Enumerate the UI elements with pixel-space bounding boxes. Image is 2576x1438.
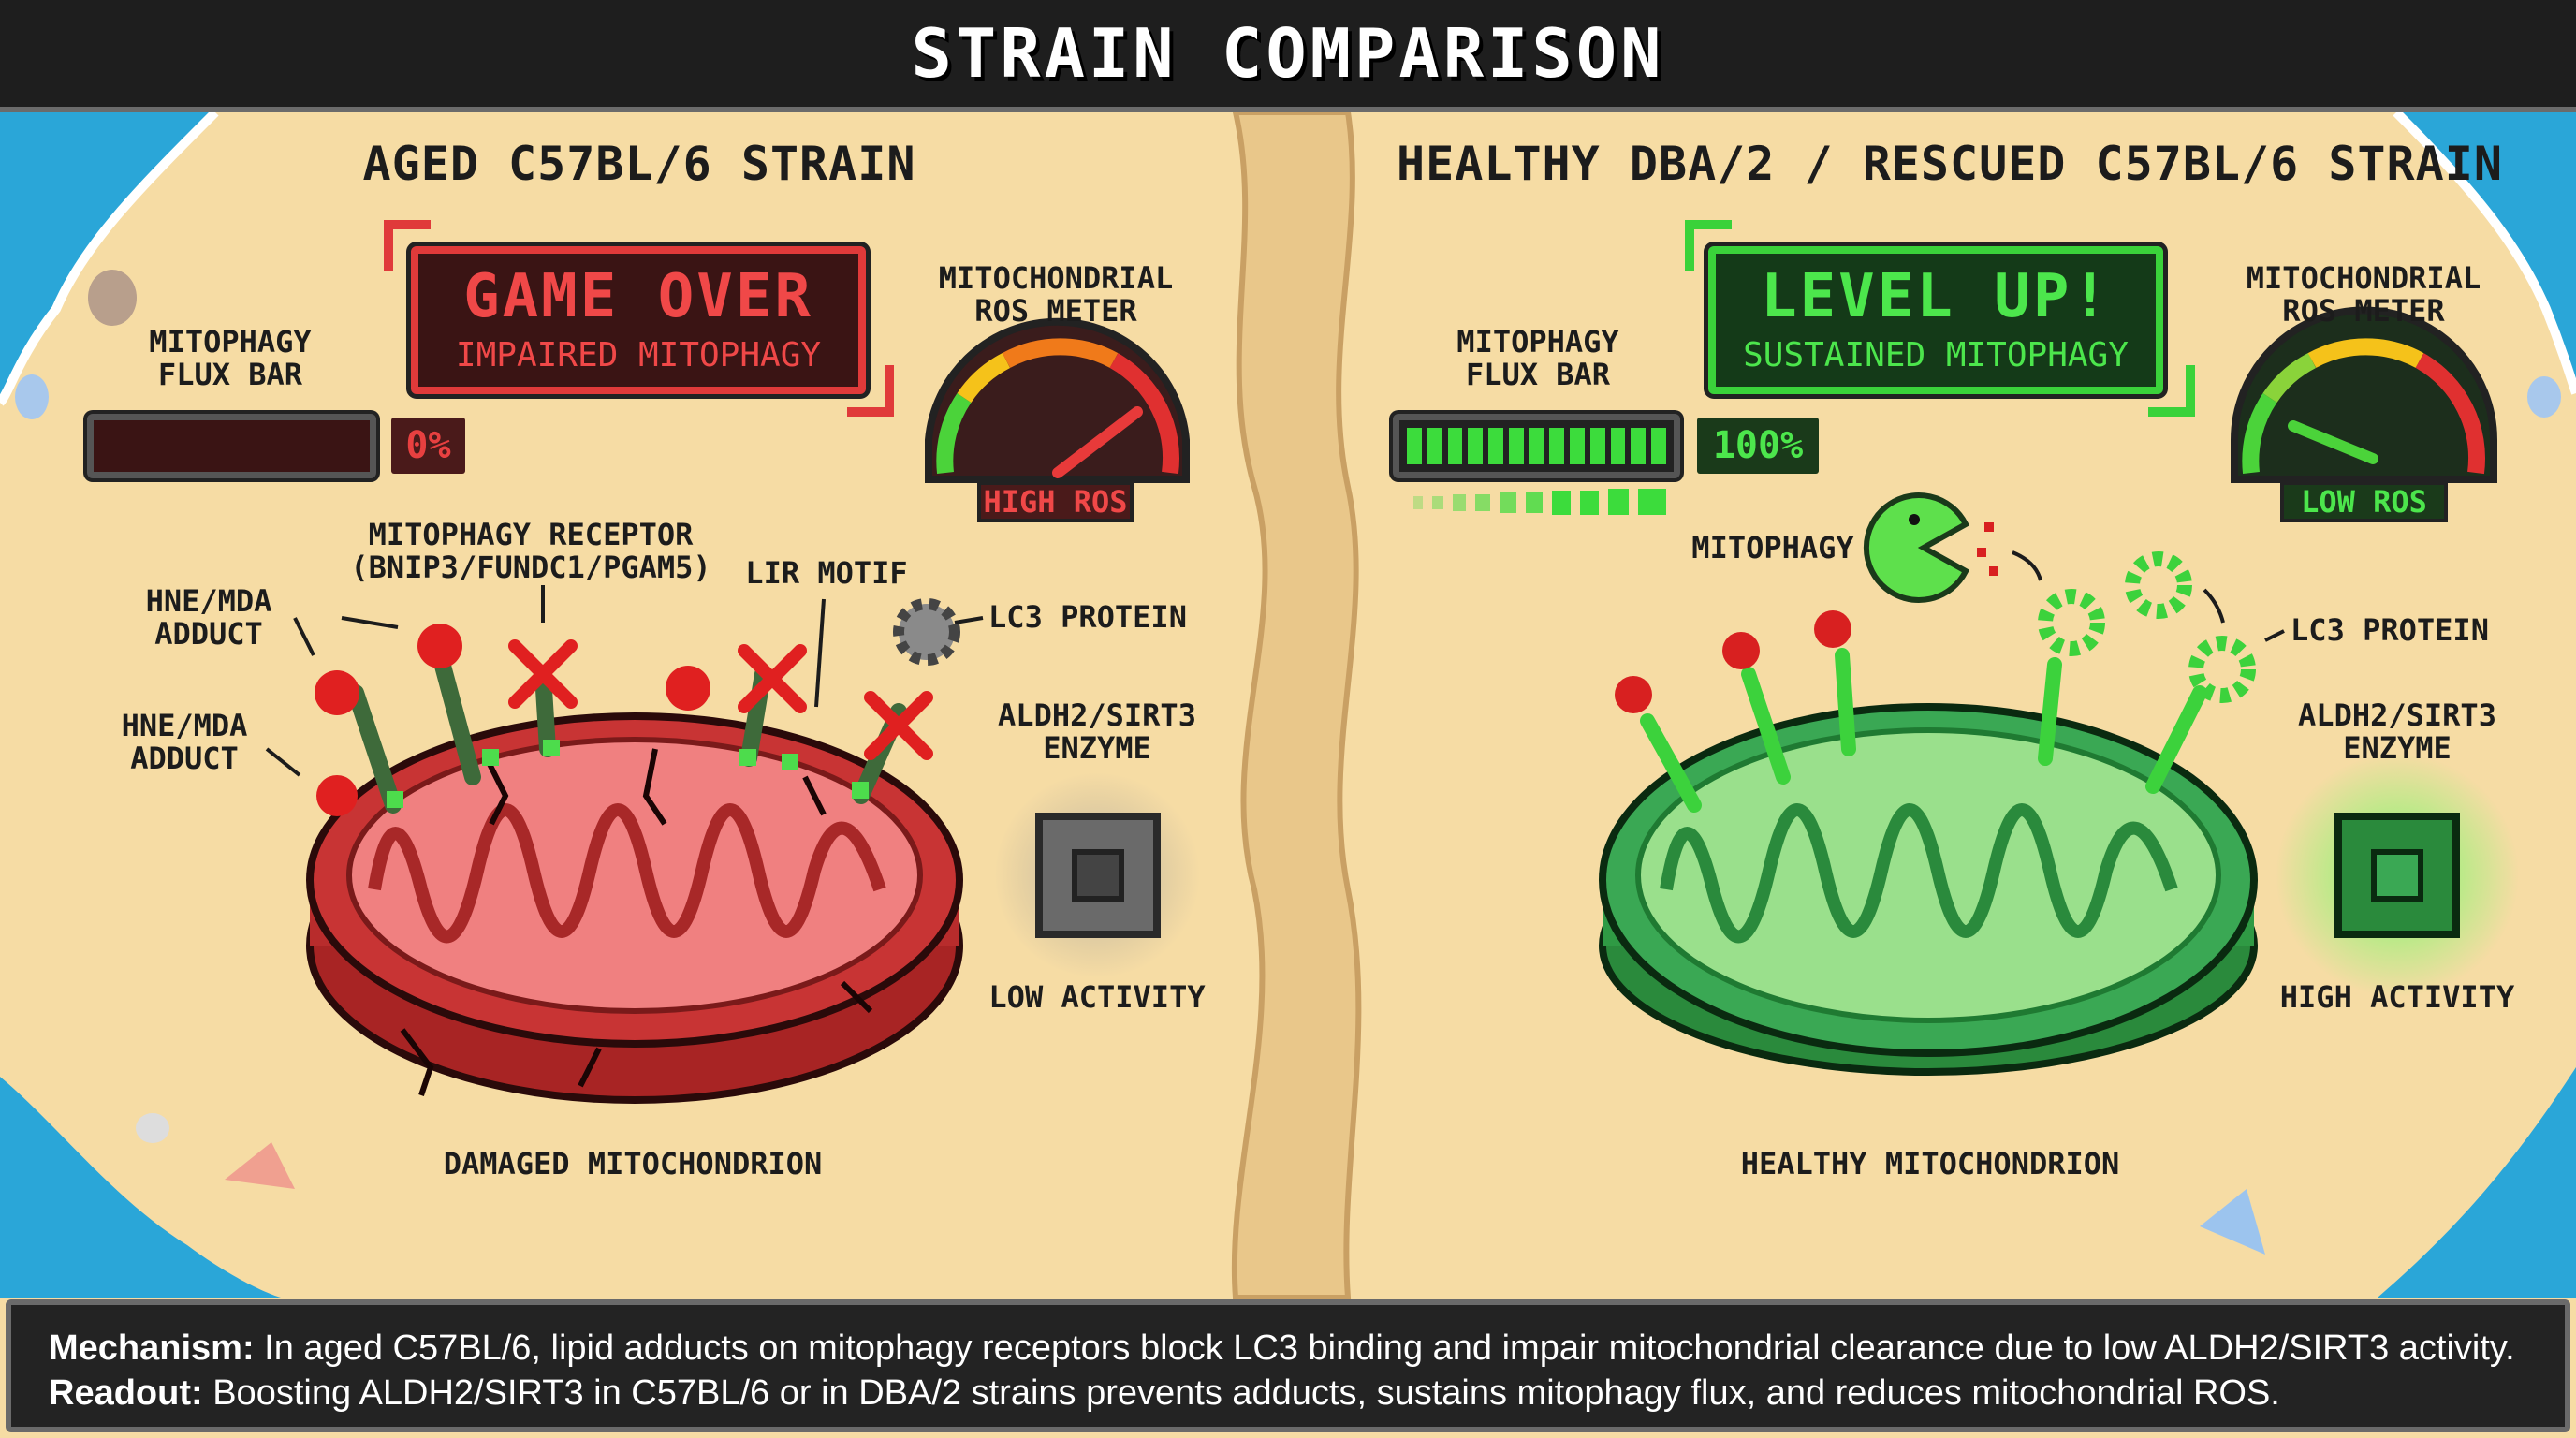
shell-icon [88,270,137,326]
shell-icon [2200,1189,2265,1255]
flux-segment [1631,428,1647,464]
hne-mda-adduct-icon [315,624,710,816]
annotation-arrows [2012,550,2285,642]
ros-badge: LOW ROS [2280,481,2448,522]
ros-gauge-left [925,317,1190,483]
damaged-mitochondrion [306,712,963,1104]
status-title: LEVEL UP! [1761,261,2111,331]
flux-segment [1589,428,1605,464]
center-divider-path [1231,110,1362,1300]
dissociated-adduct-icon [1615,610,1852,713]
readout-line: Readout: Boosting ALDH2/SIRT3 in C57BL/6… [49,1373,2280,1413]
caption-panel: Mechanism: In aged C57BL/6, lipid adduct… [6,1299,2570,1432]
right-heading: HEALTHY DBA/2 / RESCUED C57BL/6 STRAIN [1397,137,2503,191]
ros-gauge-right [2231,306,2497,483]
shell-icon [225,1142,295,1189]
status-subtitle: IMPAIRED MITOPHAGY [455,335,822,374]
flux-segment [1549,428,1565,464]
status-subtitle: SUSTAINED MITOPHAGY [1743,335,2129,374]
pacman-icon [1863,492,1998,603]
healthy-mitochondrion [1599,703,2258,1076]
flux-percent: 0% [391,418,465,474]
shell-icon [15,374,49,419]
level-up-panel: LEVEL UP! SUSTAINED MITOPHAGY [1708,246,2163,394]
flux-segment [1447,428,1463,464]
mito-caption: HEALTHY MITOCHONDRION [1740,1146,2120,1181]
lir-motif-markers [387,740,869,808]
annotation-arrows [265,585,984,777]
game-over-panel: GAME OVER IMPAIRED MITOPHAGY [411,246,866,394]
enzyme-chip-icon-left [1035,813,1161,938]
lc3-gear-icon [2038,551,2256,703]
flux-bar-left [87,414,376,478]
flux-segment [1651,428,1666,464]
lir-motif-label: LIR MOTIF [745,555,908,591]
flux-segment [1570,428,1585,464]
left-heading: AGED C57BL/6 STRAIN [362,137,916,191]
flux-segment [1488,428,1503,464]
mito-caption: DAMAGED MITOCHONDRION [443,1146,823,1181]
activity-label: HIGH ACTIVITY [2279,979,2515,1015]
enzyme-chip-icon-right [2334,813,2460,938]
status-title: GAME OVER [463,261,813,331]
flux-segment [1508,428,1524,464]
flux-segment [1468,428,1484,464]
receptor-stalks-right [1640,648,2207,813]
flux-trail [1413,489,1666,515]
receptor-label: MITOPHAGY RECEPTOR(BNIP3/FUNDC1/PGAM5) [350,517,711,586]
lc3-protein-label: LC3 PROTEIN [2291,612,2489,648]
ros-badge: HIGH ROS [977,481,1134,522]
shell-icon [2527,376,2561,418]
lc3-protein-label: LC3 PROTEIN [988,599,1187,635]
flux-segment [1529,428,1544,464]
pebble-icon [136,1113,169,1143]
activity-label: LOW ACTIVITY [988,979,1206,1015]
flux-segment [1427,428,1442,464]
ocean-water [0,109,2576,1298]
mechanism-line: Mechanism: In aged C57BL/6, lipid adduct… [49,1328,2515,1368]
lc3-gear-icon [893,598,960,666]
mitophagy-label: MITOPHAGY [1691,530,1854,565]
blocked-x-icon [508,639,933,760]
flux-percent: 100% [1697,418,1819,474]
flux-segment [1610,428,1626,464]
page-title: STRAIN COMPARISON [911,14,1665,93]
flux-bar-right [1393,414,1680,478]
title-bar: STRAIN COMPARISON [0,0,2576,112]
flux-segment [1407,428,1422,464]
